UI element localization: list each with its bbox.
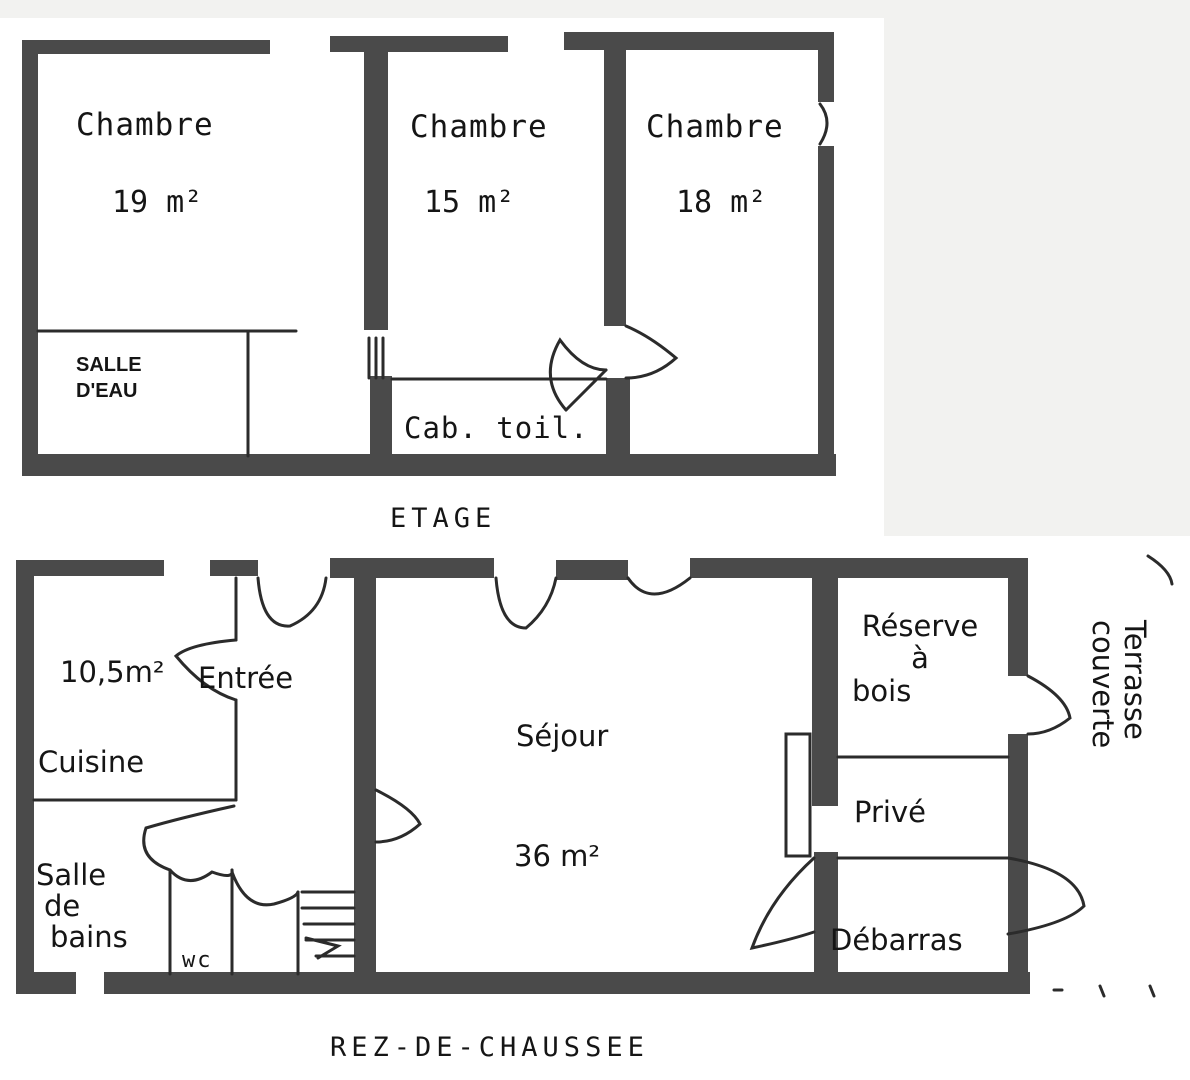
chambre-1-area: 19 m² (112, 185, 203, 220)
terrasse-line-1: Terrasse (1118, 620, 1152, 740)
terrasse-line-2: couverte (1086, 620, 1121, 749)
salle-deau-line-2: D'EAU (76, 380, 138, 402)
chambre-3-area: 18 m² (676, 185, 767, 220)
reserve-line-3: bois (852, 673, 912, 708)
wc-name: wc (182, 948, 213, 973)
cuisine-area: 10,5m² (60, 655, 165, 689)
salle-deau-line-1: SALLE (76, 354, 142, 376)
salle-bains-line-3: bains (50, 920, 128, 955)
reserve-line-2: à (911, 641, 929, 676)
ground-floor-title: REZ-DE-CHAUSSEE (330, 1032, 649, 1063)
upper-floor-walls (22, 32, 836, 476)
chambre-2-area: 15 m² (424, 185, 515, 220)
cuisine-name: Cuisine (38, 745, 145, 779)
upper-floor-thin-lines (36, 102, 829, 458)
ground-floor-walls (16, 558, 1030, 994)
cab-toil-name: Cab. toil. (404, 411, 589, 445)
chambre-3-name: Chambre (646, 109, 784, 145)
chambre-1-name: Chambre (76, 107, 214, 143)
sejour-area: 36 m² (514, 839, 600, 873)
prive-name: Privé (854, 795, 926, 829)
salle-bains-line-2: de (44, 889, 81, 924)
salle-deau-label: SALLE D'EAU (76, 352, 142, 404)
sejour-name: Séjour (516, 719, 609, 753)
ground-floor-thin-lines (32, 554, 1174, 998)
salle-bains-label: Salle de bains (36, 858, 128, 955)
upper-floor-title: ETAGE (390, 503, 497, 534)
upper-floor-sheet (0, 18, 884, 536)
reserve-line-1: Réserve (861, 609, 979, 643)
entree-name: Entrée (198, 661, 294, 695)
salle-bains-line-1: Salle (36, 858, 107, 892)
terrasse-label: Terrasse couverte (1086, 620, 1152, 749)
debarras-name: Débarras (830, 923, 963, 957)
reserve-bois-label: Réserve à bois (852, 609, 988, 708)
chambre-2-name: Chambre (410, 109, 548, 145)
